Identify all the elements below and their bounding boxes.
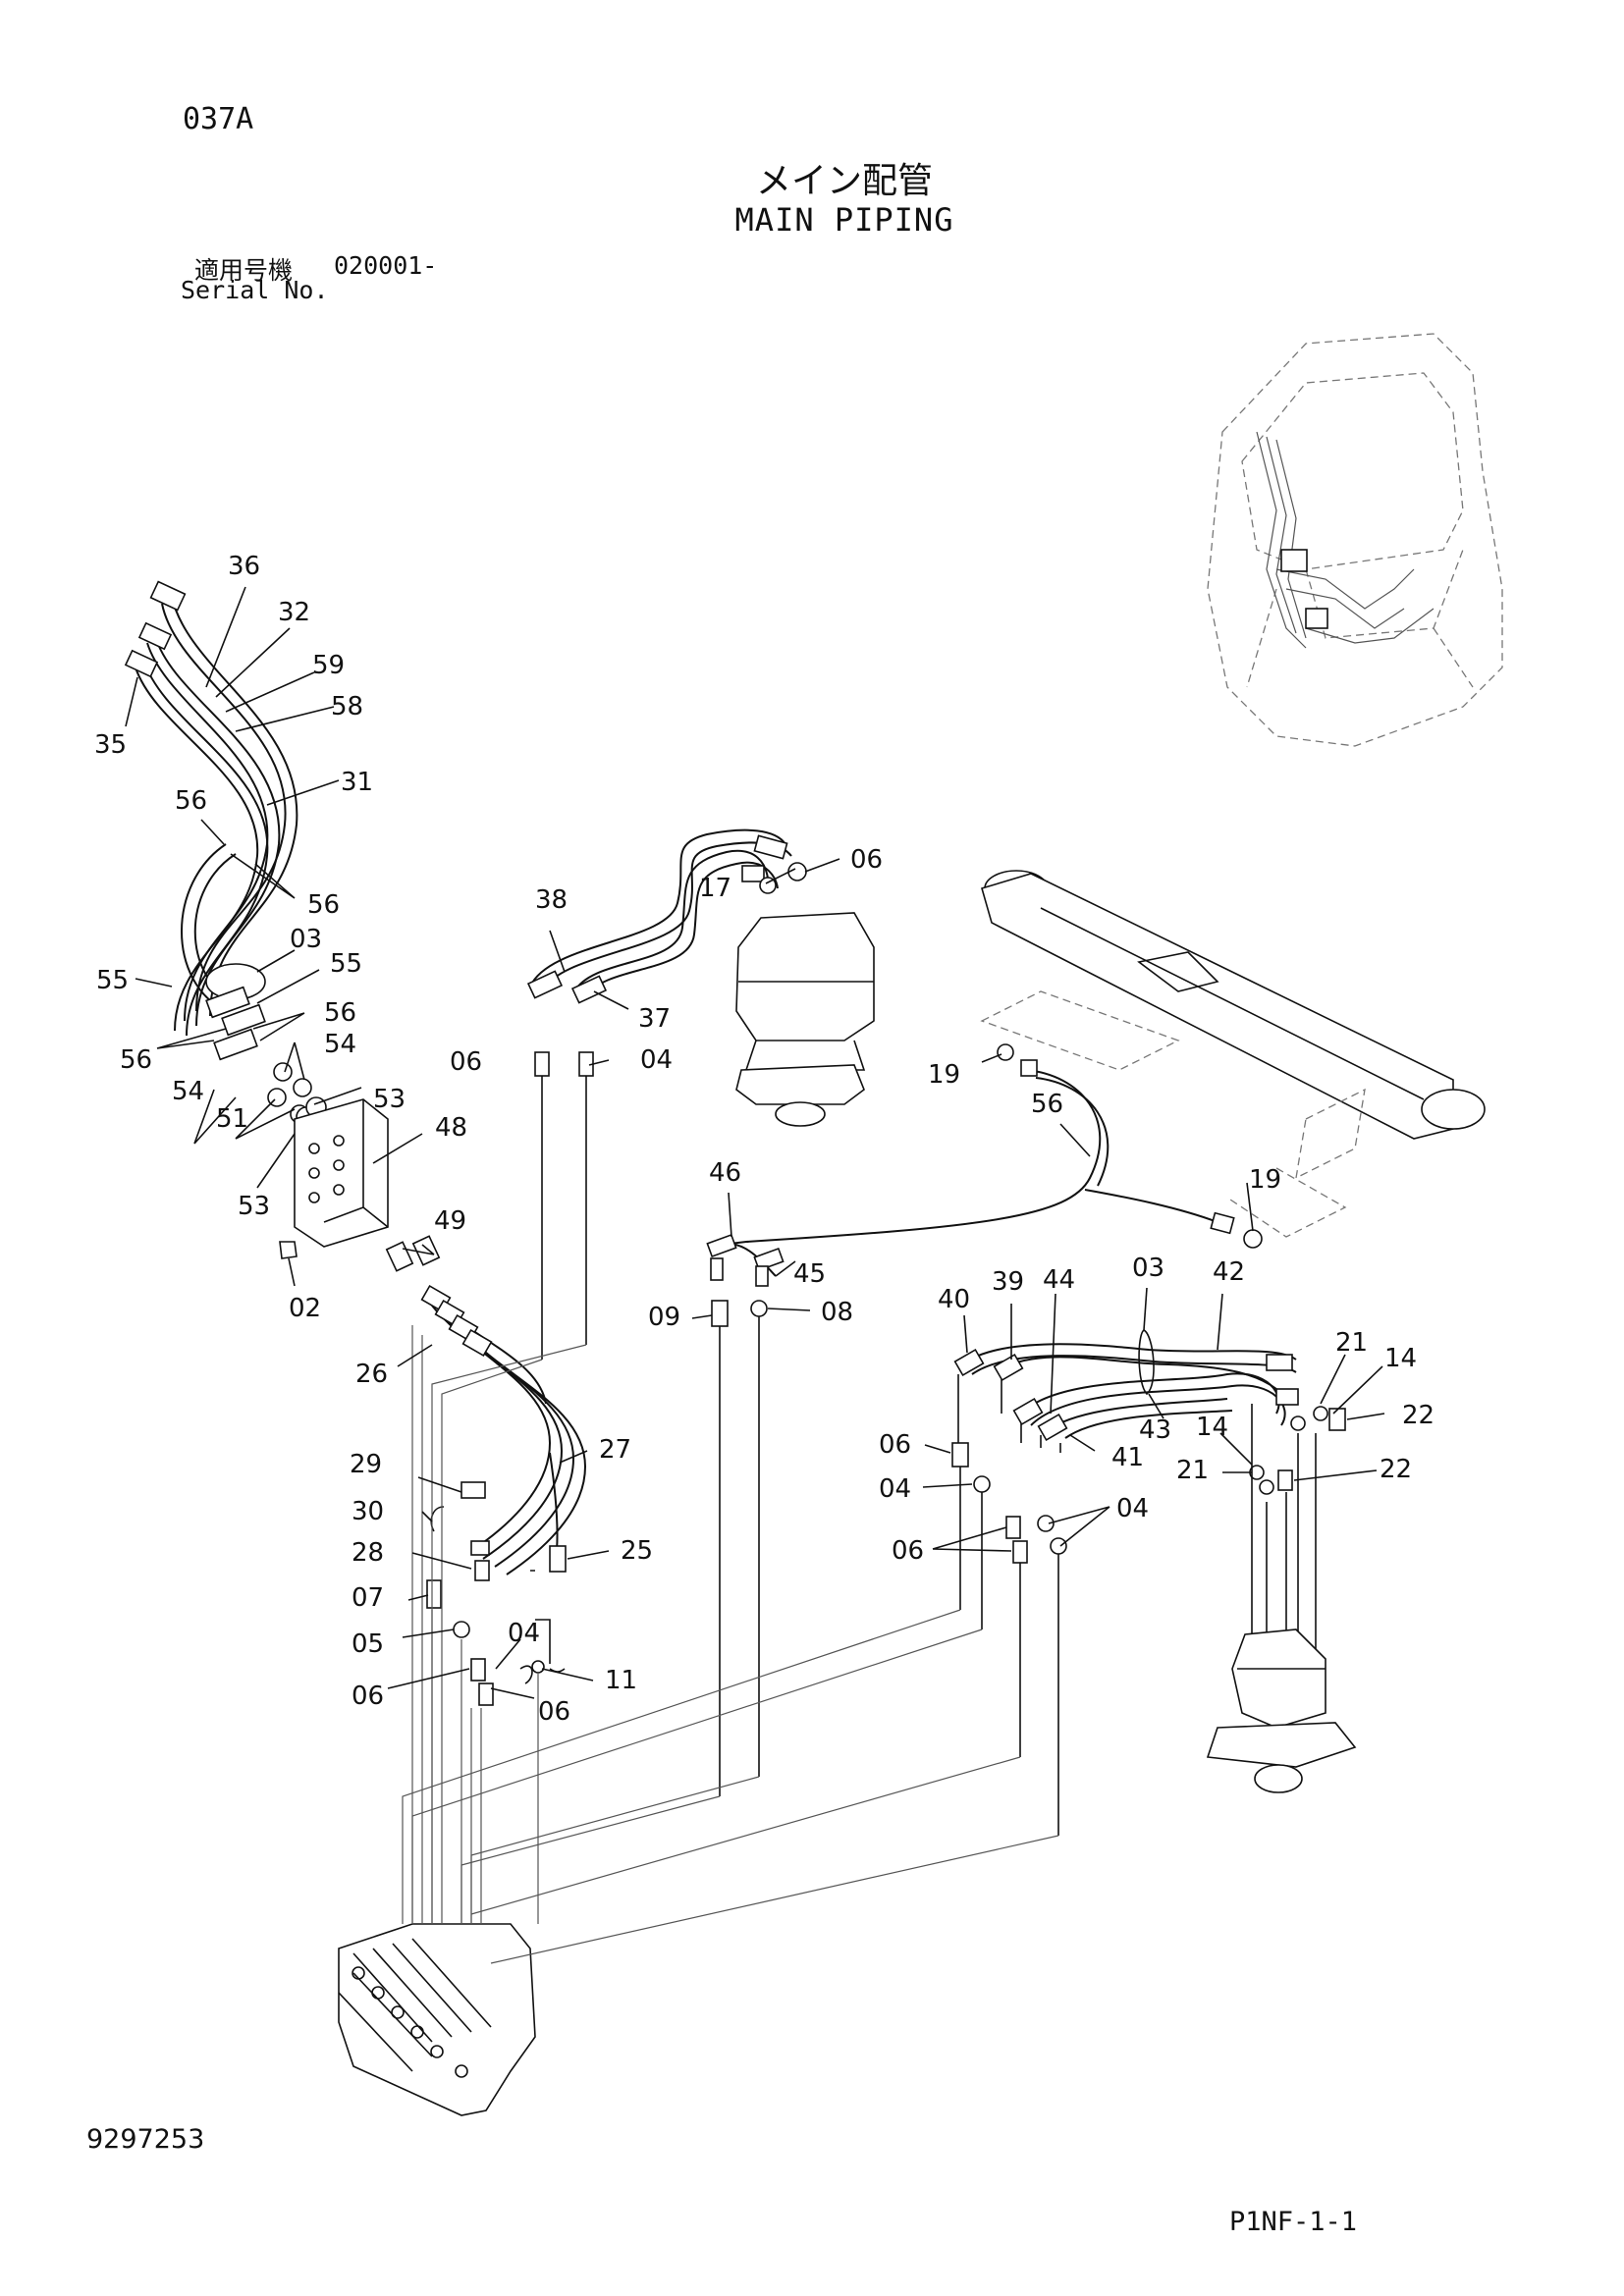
callout-49: 49 <box>434 1206 466 1236</box>
callout-45: 45 <box>793 1259 826 1289</box>
callout-44: 44 <box>1043 1265 1075 1295</box>
bracket-assembly <box>279 1098 441 1287</box>
callout-05: 05 <box>352 1629 384 1659</box>
callout-06-swing: 06 <box>450 1047 482 1077</box>
pipe-routing-lines <box>402 1325 1059 1964</box>
serial-label-japanese: 適用号機 <box>194 256 294 285</box>
callout-55-left: 55 <box>96 966 129 995</box>
callout-06-top: 06 <box>850 845 883 875</box>
callout-19-lower: 19 <box>1249 1165 1281 1195</box>
control-valve <box>338 1923 536 2116</box>
serial-range: 020001- <box>334 251 438 280</box>
callout-numbers: 36 32 59 58 35 31 56 56 03 55 55 56 56 5… <box>94 552 1435 1727</box>
left-hose-bundle <box>124 580 327 1128</box>
callout-21-lower: 21 <box>1176 1456 1209 1485</box>
serial-label-english: Serial No. <box>181 276 329 304</box>
callout-46: 46 <box>709 1158 741 1188</box>
callout-43: 43 <box>1139 1415 1171 1445</box>
document-number: 9297253 <box>86 2124 205 2155</box>
callout-56-right: 56 <box>324 998 356 1028</box>
callout-59: 59 <box>312 651 345 680</box>
callout-40: 40 <box>938 1285 970 1314</box>
page-reference: P1NF-1-1 <box>1229 2207 1358 2237</box>
boom-cylinder <box>980 870 1486 1238</box>
callout-56-mid: 56 <box>307 890 340 920</box>
callout-22-lower: 22 <box>1380 1455 1412 1484</box>
callout-04-center: 04 <box>508 1619 540 1648</box>
callout-21-upper: 21 <box>1335 1328 1368 1358</box>
long-hose-56 <box>706 1043 1263 1796</box>
callout-38: 38 <box>535 885 568 915</box>
callout-14-upper: 14 <box>1384 1344 1417 1373</box>
callout-56-left: 56 <box>120 1045 152 1075</box>
callout-36: 36 <box>228 552 260 581</box>
callout-30: 30 <box>352 1497 384 1526</box>
swing-motor-assembly <box>526 828 875 1360</box>
callout-35: 35 <box>94 730 127 760</box>
callout-17: 17 <box>699 874 731 903</box>
travel-motor <box>1206 1629 1357 1793</box>
callout-25: 25 <box>621 1536 653 1566</box>
callout-22-upper: 22 <box>1402 1401 1435 1430</box>
callout-48: 48 <box>435 1113 467 1143</box>
callout-53-lower: 53 <box>238 1192 270 1221</box>
title-english: MAIN PIPING <box>734 201 954 239</box>
callout-29: 29 <box>350 1450 382 1479</box>
callout-06-center-left: 06 <box>352 1682 384 1711</box>
callout-58: 58 <box>331 692 363 721</box>
callout-55-right: 55 <box>330 949 362 979</box>
callout-41: 41 <box>1111 1443 1144 1472</box>
callout-19-upper: 19 <box>928 1060 960 1090</box>
callout-42: 42 <box>1213 1257 1245 1287</box>
callout-03-right: 03 <box>1132 1254 1164 1283</box>
callout-11: 11 <box>605 1666 637 1695</box>
callout-32: 32 <box>278 598 310 627</box>
center-hose-bundle <box>420 1284 587 1706</box>
callout-03-left: 03 <box>290 925 322 954</box>
callout-37: 37 <box>638 1004 671 1034</box>
callout-39: 39 <box>992 1267 1024 1297</box>
callout-54-right: 54 <box>324 1030 356 1059</box>
callout-04-right-lower: 04 <box>1116 1494 1149 1523</box>
callout-51: 51 <box>216 1104 248 1134</box>
callout-09: 09 <box>648 1303 680 1332</box>
callout-02: 02 <box>289 1294 321 1323</box>
callout-08: 08 <box>821 1298 853 1327</box>
callout-27: 27 <box>599 1435 631 1465</box>
callout-54-left: 54 <box>172 1077 204 1106</box>
callout-06-center-right: 06 <box>538 1697 570 1727</box>
callout-56-long: 56 <box>1031 1090 1063 1119</box>
callout-06-right: 06 <box>879 1430 911 1460</box>
leader-lines <box>125 586 1385 1699</box>
callout-28: 28 <box>352 1538 384 1568</box>
callout-07: 07 <box>352 1583 384 1613</box>
callout-31: 31 <box>341 768 373 797</box>
callout-26: 26 <box>355 1360 388 1389</box>
callout-56-upper: 56 <box>175 786 207 816</box>
title-japanese: メイン配管 <box>755 161 933 201</box>
callout-53-upper: 53 <box>373 1085 406 1114</box>
callout-06-right-lower: 06 <box>892 1536 924 1566</box>
machine-overview-inset <box>1207 333 1503 747</box>
page-code: 037A <box>183 102 254 136</box>
callout-04-swing: 04 <box>640 1045 673 1075</box>
callout-14-lower: 14 <box>1196 1413 1228 1442</box>
callout-04-right: 04 <box>879 1474 911 1504</box>
